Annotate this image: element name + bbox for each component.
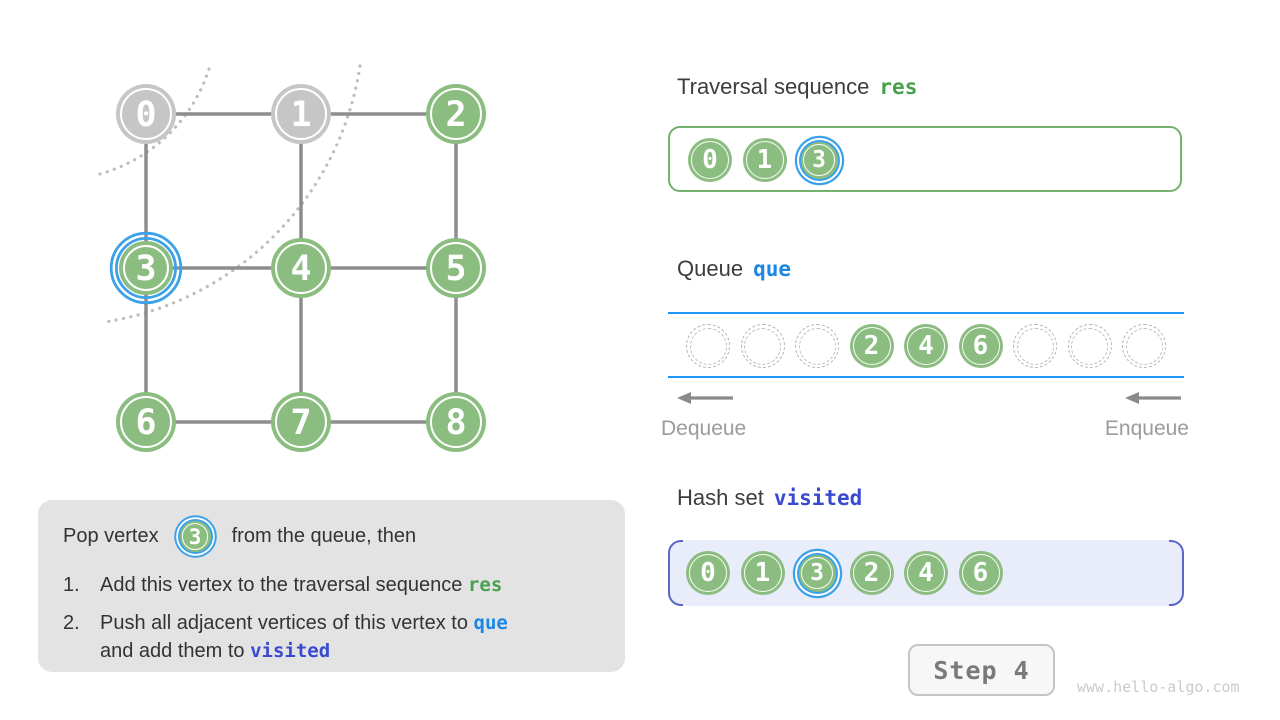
vertex-highlight-ring [115, 236, 178, 299]
note-item-number: 2. [63, 612, 80, 634]
dequeue-arrow-icon [677, 392, 733, 404]
note-item-text: Push all adjacent vertices of this verte… [100, 609, 611, 665]
note-vertex-chip: 3 [179, 521, 211, 552]
note-text-segment: Add this vertex to the traversal sequenc… [100, 574, 468, 596]
graph-vertex-1 [271, 84, 331, 144]
vertex-label: 0 [135, 95, 156, 135]
element-chip-0: 0 [686, 551, 730, 595]
note-list-item: 1. Add this vertex to the traversal seque… [63, 571, 611, 599]
queue-slot-empty [1013, 324, 1057, 368]
queue-slot-empty [795, 324, 839, 368]
visited-token: visited [250, 640, 331, 662]
note-item-number: 1. [63, 574, 80, 596]
vertex-inner-ring [275, 242, 327, 294]
graph-vertex-6 [116, 392, 176, 452]
vertex-highlight-outer-ring [109, 231, 183, 305]
note-line: Pop vertex 3 from the queue, then [63, 515, 416, 558]
vertex-inner-ring [430, 88, 482, 140]
res-heading: Traversal sequence res [677, 74, 917, 100]
visited-token: visited [773, 486, 863, 510]
vertex-inner-ring [275, 88, 327, 140]
note-item-text: Add this vertex to the traversal sequenc… [100, 571, 611, 599]
queue-slot-empty [1122, 324, 1166, 368]
vertex-inner-ring [430, 242, 482, 294]
graph-vertex-0 [116, 84, 176, 144]
vertex-inner-ring [430, 396, 482, 448]
vertex-inner-ring [275, 396, 327, 448]
watermark-text: www.hello-algo.com [1077, 678, 1240, 696]
vertex-label: 5 [445, 249, 466, 289]
element-chip-3: 3 [800, 141, 838, 179]
element-chip-3: 3 [798, 554, 836, 592]
element-chip-0: 0 [688, 138, 732, 182]
graph-vertex-5 [426, 238, 486, 298]
res-heading-label: Traversal sequence [677, 74, 870, 99]
dequeue-label: Dequeue [661, 417, 747, 440]
vertex-label: 7 [290, 403, 311, 443]
queue-slot-empty [740, 324, 785, 368]
graph-vertex-4 [271, 238, 331, 298]
step-counter-button[interactable]: Step 4 [908, 644, 1055, 696]
queue-heading: Queue que [677, 256, 791, 282]
vertex-label: 4 [290, 249, 311, 289]
graph-vertex-3 [119, 241, 173, 295]
note-prefix: Pop vertex [63, 525, 159, 547]
note-suffix: from the queue, then [231, 525, 417, 547]
note-text-segment: Push all adjacent vertices of this verte… [100, 612, 474, 634]
visited-heading-label: Hash set [677, 485, 764, 510]
graph-vertex-8 [426, 392, 486, 452]
vertex-label: 2 [445, 95, 466, 135]
element-chip-2: 2 [849, 324, 894, 368]
vertex-label: 1 [290, 95, 311, 135]
note-list-item: 2. Push all adjacent vertices of this ver… [63, 609, 611, 665]
que-token: que [473, 612, 508, 634]
vertex-label: 8 [445, 403, 466, 443]
element-chip-4: 4 [904, 551, 948, 595]
element-chip-1: 1 [740, 551, 785, 595]
visited-heading: Hash set visited [677, 485, 862, 511]
vertex-inner-ring [123, 245, 169, 291]
bfs-wave-arc [103, 64, 362, 324]
note-list: 1. Add this vertex to the traversal seque… [63, 571, 611, 665]
graph-vertex-7 [271, 392, 331, 452]
queue-heading-label: Queue [677, 256, 744, 281]
enqueue-label: Enqueue [1104, 417, 1189, 440]
element-chip-6: 6 [958, 551, 1003, 595]
element-chip-2: 2 [849, 551, 894, 595]
enqueue-arrow-icon [1125, 392, 1181, 404]
element-chip-6: 6 [958, 324, 1003, 368]
queue-slot-empty [1067, 324, 1112, 368]
element-chip-4: 4 [904, 324, 948, 368]
vertex-inner-ring [120, 88, 172, 140]
vertex-label: 6 [135, 403, 156, 443]
vertex-inner-ring [120, 396, 172, 448]
queue-slot-empty [686, 324, 730, 368]
queue-token: que [753, 257, 791, 281]
res-token: res [879, 75, 918, 99]
graph-canvas: 0 1 2 3 4 5 6 7 8 [98, 64, 486, 452]
vertex-label: 3 [135, 249, 156, 289]
element-chip-1: 1 [742, 138, 787, 182]
res-token: res [467, 574, 503, 596]
graph-vertex-2 [426, 84, 486, 144]
note-text-segment: and add them to [100, 640, 251, 662]
step-description-box: Pop vertex 3 from the queue, then 1. Add … [38, 500, 625, 672]
